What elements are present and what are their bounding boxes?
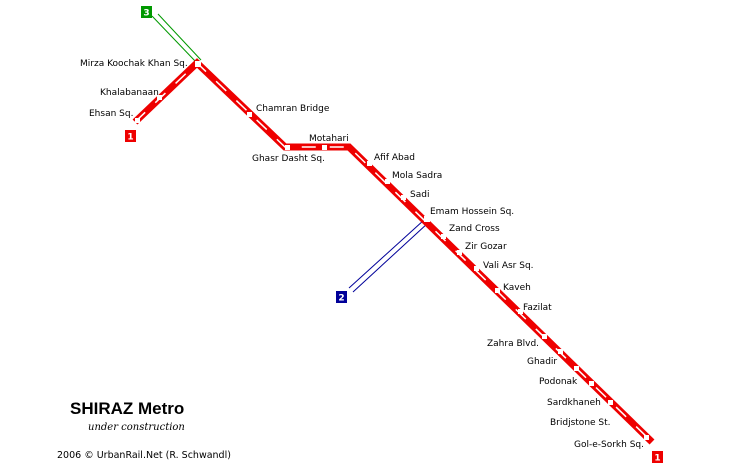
station-label-zand[interactable]: Zand Cross xyxy=(449,224,500,234)
map-title: SHIRAZ Metro xyxy=(70,399,184,418)
station-marker-mirza[interactable] xyxy=(195,61,201,67)
station-label-ghasr[interactable]: Ghasr Dasht Sq. xyxy=(252,154,325,164)
line-3-badge[interactable]: 3 xyxy=(141,6,152,19)
station-marker-golesorkh[interactable] xyxy=(644,435,649,440)
svg-text:2: 2 xyxy=(338,294,344,304)
station-label-emam[interactable]: Emam Hossein Sq. xyxy=(430,207,514,217)
station-marker-ghasr[interactable] xyxy=(285,145,290,150)
line-2-route xyxy=(348,219,429,293)
station-marker-mola[interactable] xyxy=(385,179,390,184)
station-marker-afif[interactable] xyxy=(367,161,372,166)
station-label-mola[interactable]: Mola Sadra xyxy=(392,171,442,181)
station-label-vali[interactable]: Vali Asr Sq. xyxy=(483,261,534,271)
line-1-north-badge[interactable]: 1 xyxy=(125,130,136,143)
station-marker-fazilat[interactable] xyxy=(518,309,523,314)
station-label-golesorkh[interactable]: Gol-e-Sorkh Sq. xyxy=(574,440,644,450)
station-marker-zahra[interactable] xyxy=(542,334,547,339)
station-marker-vali[interactable] xyxy=(474,266,479,271)
line-1-south-badge[interactable]: 1 xyxy=(652,451,663,464)
station-label-motahari[interactable]: Motahari xyxy=(309,134,349,144)
station-marker-sardkhaneh[interactable] xyxy=(589,381,594,386)
station-marker-ghadir[interactable] xyxy=(558,349,563,354)
station-marker-sadi[interactable] xyxy=(401,195,406,200)
station-marker-zir[interactable] xyxy=(457,250,462,255)
station-label-afif[interactable]: Afif Abad xyxy=(374,153,415,163)
station-marker-chamran[interactable] xyxy=(247,112,252,117)
station-label-bridjstone[interactable]: Bridjstone St. xyxy=(550,418,611,428)
map-credit: 2006 © UrbanRail.Net (R. Schwandl) xyxy=(57,450,231,461)
station-marker-motahari[interactable] xyxy=(322,145,327,150)
station-marker-bridjstone[interactable] xyxy=(608,400,613,405)
station-labels: Ehsan Sq. Khalabanaan Mirza Koochak Khan… xyxy=(80,59,644,450)
station-marker-khalabanaan[interactable] xyxy=(157,95,162,100)
station-label-podonak[interactable]: Podonak xyxy=(539,377,578,387)
station-marker-ehsan[interactable] xyxy=(135,118,140,123)
station-label-mirza[interactable]: Mirza Koochak Khan Sq. xyxy=(80,59,188,69)
station-marker-kaveh[interactable] xyxy=(495,288,500,293)
station-label-ghadir[interactable]: Ghadir xyxy=(527,357,557,367)
station-label-sardkhaneh[interactable]: Sardkhaneh xyxy=(547,398,601,408)
station-label-zahra[interactable]: Zahra Blvd. xyxy=(487,339,539,349)
station-marker-podonak[interactable] xyxy=(574,366,579,371)
svg-text:3: 3 xyxy=(143,9,149,19)
station-label-zir[interactable]: Zir Gozar xyxy=(465,242,507,252)
station-label-fazilat[interactable]: Fazilat xyxy=(523,303,552,313)
line-2-badge[interactable]: 2 xyxy=(336,291,347,304)
station-label-sadi[interactable]: Sadi xyxy=(410,190,429,200)
station-label-kaveh[interactable]: Kaveh xyxy=(503,283,531,293)
station-label-khalabanaan[interactable]: Khalabanaan xyxy=(100,88,159,98)
line-3-route xyxy=(151,13,202,63)
svg-text:1: 1 xyxy=(127,133,133,143)
svg-text:1: 1 xyxy=(654,454,660,464)
station-label-ehsan[interactable]: Ehsan Sq. xyxy=(89,109,133,119)
station-label-chamran[interactable]: Chamran Bridge xyxy=(256,104,330,114)
map-subtitle: under construction xyxy=(88,422,185,433)
station-marker-emam[interactable] xyxy=(424,216,430,222)
station-marker-zand[interactable] xyxy=(441,234,446,239)
stations xyxy=(135,61,649,440)
